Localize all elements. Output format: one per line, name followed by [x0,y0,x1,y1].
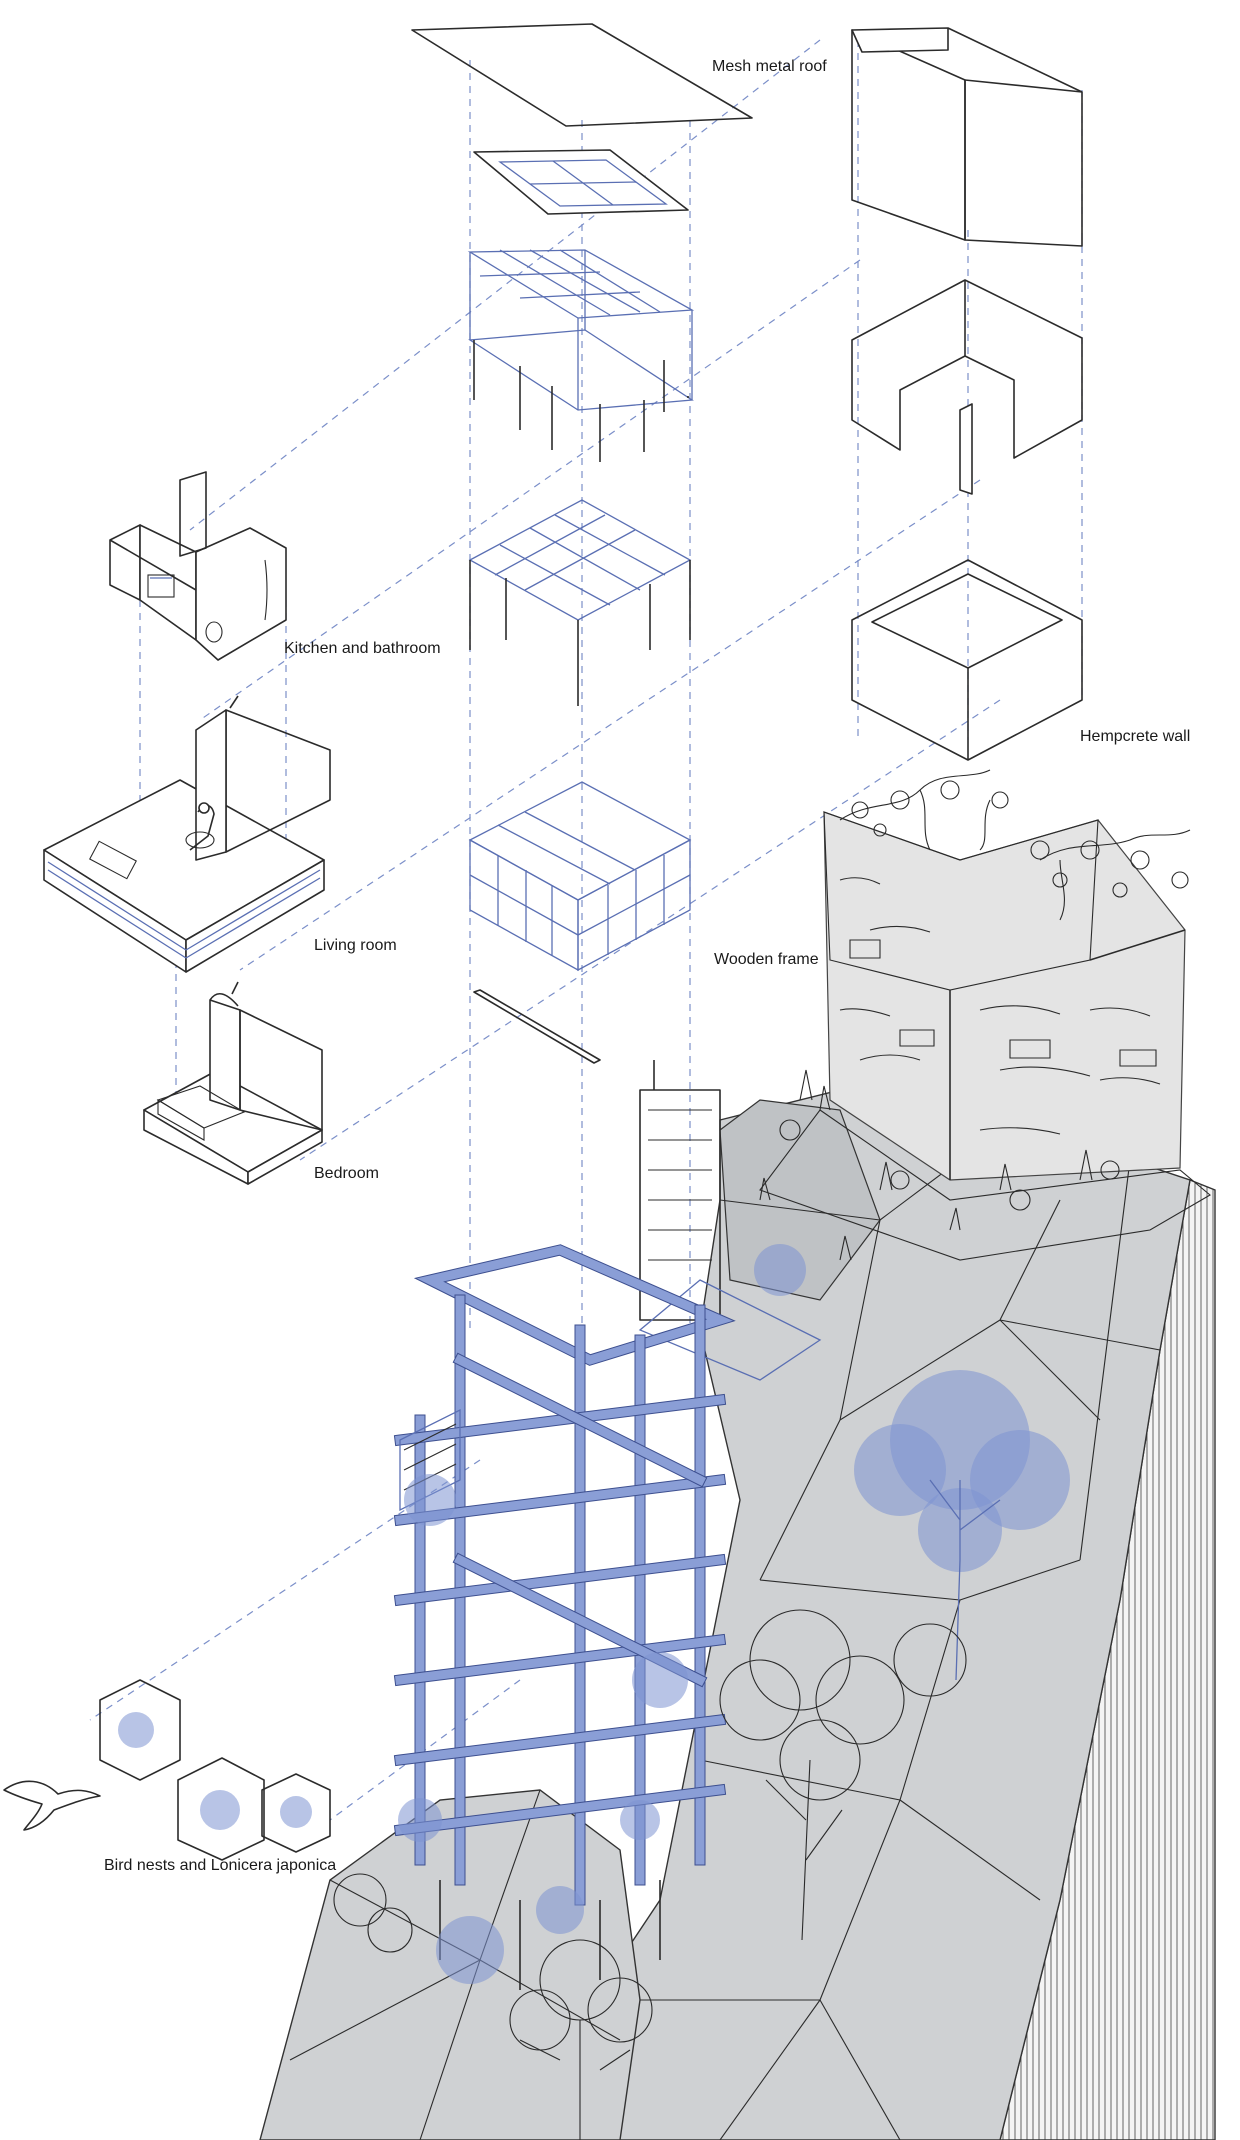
label-wooden-frame: Wooden frame [714,951,819,968]
cliff-terrain [259,1059,1216,2140]
blue-tree-trunk [929,1479,1001,1681]
bird-nest-middle [177,1757,265,1861]
stone-tower [759,811,1211,1261]
seagull-icon [3,1780,101,1831]
hempcrete-wall-middle [851,279,1083,495]
vine-plants-on-tower [839,769,1191,921]
blue-foliage [398,1244,1070,1984]
deciduous-trees [333,1609,967,2140]
label-hempcrete-wall: Hempcrete wall [1080,728,1191,745]
wooden-frame-upper [467,249,695,462]
wooden-frame-middle [468,499,692,706]
hempcrete-wall-top [851,27,1083,247]
kitchen-bathroom-module [109,471,287,661]
mesh-metal-roof [411,23,753,127]
label-kitchen-bathroom: Kitchen and bathroom [284,640,441,657]
timber-frame-tower [393,1060,822,1990]
label-mesh-metal-roof: Mesh metal roof [712,58,827,75]
label-living-room: Living room [314,937,397,954]
bird-nest-right [261,1773,331,1853]
hempcrete-wall-bottom [851,559,1083,761]
label-bird-nests: Bird nests and Lonicera japonica [104,1857,337,1874]
shrubs-terrace [759,1069,1120,1261]
living-room-module [43,695,331,973]
bedroom-module [143,981,323,1185]
floor-plank [473,989,601,1064]
wooden-frame-lower [468,781,692,972]
label-bedroom: Bedroom [314,1165,379,1182]
bird-nest-left [99,1679,181,1781]
skylight-panel [473,149,689,215]
